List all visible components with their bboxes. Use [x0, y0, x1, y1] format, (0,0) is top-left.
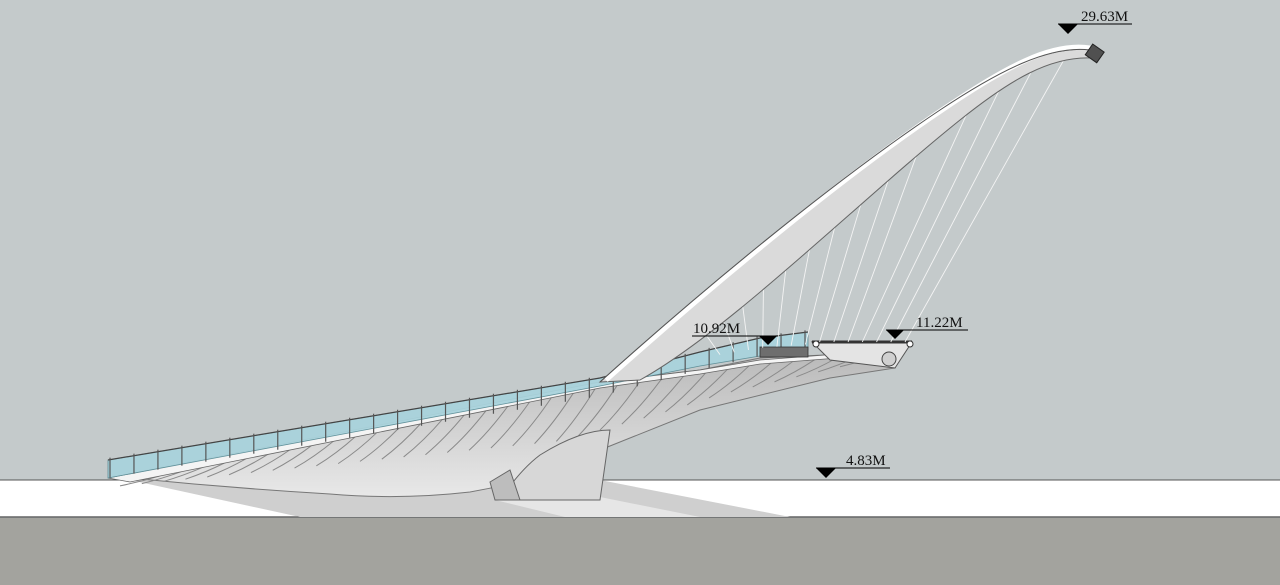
deck-rib	[774, 359, 815, 383]
stay-cable	[876, 67, 1011, 343]
deck-rib	[250, 448, 292, 473]
deck-rib	[643, 375, 685, 419]
elevation-marker-arch-top: 29.63M	[1058, 9, 1132, 34]
arch-top-elevation-label: 29.63M	[1081, 9, 1128, 25]
arch-tip-cap	[1084, 43, 1105, 64]
deck-left-triangle-icon	[759, 336, 777, 345]
ground-triangle-icon	[816, 468, 836, 478]
deck-rib	[577, 383, 619, 437]
platform-joint-right	[906, 340, 914, 348]
deck-rib	[359, 426, 401, 462]
arch-outline	[599, 48, 1091, 383]
deck-rib	[468, 404, 510, 451]
deck-rib	[621, 378, 663, 425]
deck-rib	[686, 369, 728, 406]
deck-rib	[555, 386, 597, 442]
platform-block	[759, 346, 809, 358]
elevation-marker-ground: 4.83M	[816, 453, 890, 478]
deck-rib	[316, 435, 357, 467]
deck-right-triangle-icon	[886, 330, 904, 339]
deck-rib	[730, 362, 772, 393]
deck-rib	[446, 408, 488, 453]
arch-top-triangle-icon	[1058, 24, 1078, 34]
railing-posts	[109, 330, 806, 478]
deck-rib	[228, 453, 270, 476]
pier-foot	[489, 469, 521, 501]
stay-cable	[904, 48, 1071, 343]
deck-rib	[403, 417, 445, 458]
stay-cable	[890, 54, 1041, 343]
elevation-marker-deck-left: 10.92M	[692, 321, 778, 345]
deck-rib	[381, 422, 423, 460]
stay-cables	[685, 48, 1071, 355]
deck-rib	[534, 390, 575, 444]
deck-rib	[207, 457, 248, 478]
deck-rib	[708, 365, 750, 399]
deck-rib	[512, 395, 554, 447]
deck-rib	[294, 439, 335, 469]
base-strip	[0, 518, 1280, 585]
deck-rib	[272, 444, 314, 471]
deck-rib	[425, 413, 466, 456]
pier	[499, 429, 611, 501]
stay-cable	[861, 84, 981, 343]
arch-highlight	[604, 44, 1091, 382]
deck-rib	[163, 466, 204, 482]
deck-ribs	[119, 354, 881, 487]
deck-rib	[665, 372, 706, 413]
deck-rib	[490, 399, 532, 449]
pier-shadow	[495, 497, 700, 517]
platform-joint-left	[812, 340, 820, 348]
deck-rib	[185, 462, 226, 480]
ground-elevation-label: 4.83M	[846, 453, 886, 469]
deck-rib	[752, 361, 794, 388]
deck-left-elevation-label: 10.92M	[693, 321, 740, 337]
deck-right-elevation-label: 11.22M	[916, 315, 963, 331]
platform-end-roller	[881, 351, 897, 367]
elevation-marker-deck-right: 11.22M	[886, 315, 968, 339]
deck-rib	[337, 430, 379, 465]
